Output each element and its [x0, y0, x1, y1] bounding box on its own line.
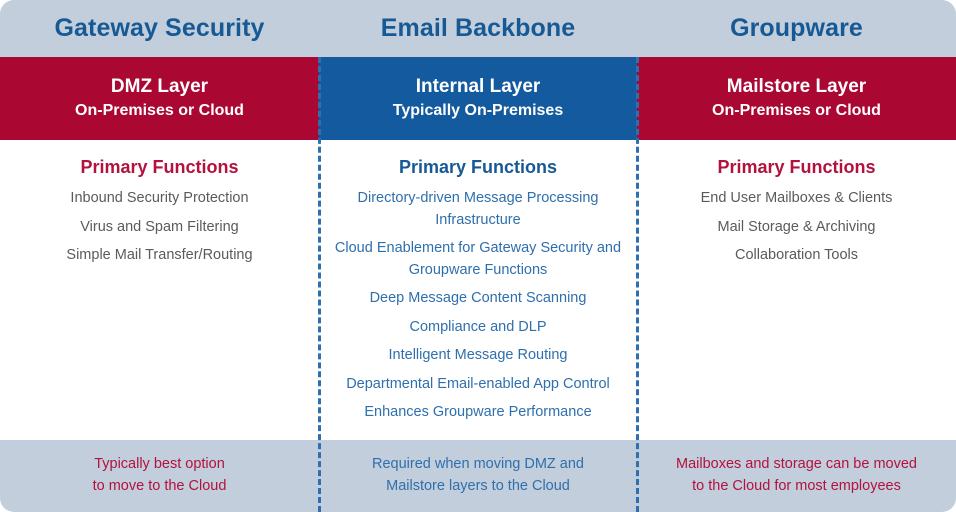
column-title-cell-gateway-security: Gateway Security	[0, 0, 319, 57]
summary-text-email-backbone: Required when moving DMZ and Mailstore l…	[372, 454, 584, 498]
summary-line-1: Typically best option	[94, 456, 225, 473]
column-title-email-backbone: Email Backbone	[380, 14, 576, 42]
summary-line-2: Mailstore layers to the Cloud	[386, 478, 570, 494]
summary-line-2: to move to the Cloud	[92, 478, 227, 494]
layer-name-internal: Internal Layer	[415, 76, 541, 98]
primary-functions-heading-groupware: Primary Functions	[717, 157, 876, 177]
column-title-gateway-security: Gateway Security	[54, 14, 265, 42]
function-item: Mail Storage & Archiving	[717, 218, 876, 235]
function-item: Deep Message Content Scanning	[369, 290, 587, 307]
column-title-cell-groupware: Groupware	[637, 0, 956, 57]
summary-text-gateway-security: Typically best option to move to the Clo…	[93, 454, 227, 498]
layer-name-dmz: DMZ Layer	[110, 76, 209, 98]
summary-line-1: Required when moving DMZ and	[372, 456, 584, 473]
cloud-recommendation-band: Typically best option to move to the Clo…	[0, 440, 956, 512]
function-item: Inbound Security Protection	[70, 190, 249, 207]
column-title-cell-email-backbone: Email Backbone	[319, 0, 637, 57]
function-item: Simple Mail Transfer/Routing	[66, 247, 253, 264]
summary-line-1: Mailboxes and storage can be moved	[675, 456, 917, 473]
layer-name-mailstore: Mailstore Layer	[726, 76, 867, 98]
summary-cell-gateway-security: Typically best option to move to the Clo…	[0, 440, 319, 512]
functions-cell-gateway-security: Primary Functions Inbound Security Prote…	[0, 140, 319, 440]
layer-subtitle-mailstore: On-Premises or Cloud	[712, 101, 881, 119]
layer-cell-internal: Internal Layer Typically On-Premises	[319, 57, 637, 140]
layer-cell-dmz: DMZ Layer On-Premises or Cloud	[0, 57, 319, 140]
function-item: Compliance and DLP	[409, 318, 547, 335]
functions-cell-groupware: Primary Functions End User Mailboxes & C…	[637, 140, 956, 440]
layer-subtitle-internal: Typically On-Premises	[392, 101, 564, 119]
layer-cell-mailstore: Mailstore Layer On-Premises or Cloud	[637, 57, 956, 140]
function-item: Collaboration Tools	[734, 247, 859, 264]
function-item: Departmental Email-enabled App Control	[346, 375, 610, 392]
functions-list-groupware: End User Mailboxes & Clients Mail Storag…	[637, 188, 956, 266]
function-item: Directory-driven Message Processing Infr…	[357, 190, 599, 228]
summary-cell-email-backbone: Required when moving DMZ and Mailstore l…	[319, 440, 637, 512]
column-titles-band: Gateway Security Email Backbone Groupwar…	[0, 0, 956, 57]
layer-names-band: DMZ Layer On-Premises or Cloud Internal …	[0, 57, 956, 140]
column-divider-right	[636, 57, 639, 512]
layer-subtitle-dmz: On-Premises or Cloud	[75, 101, 244, 119]
summary-cell-groupware: Mailboxes and storage can be moved to th…	[637, 440, 956, 512]
functions-list-gateway-security: Inbound Security Protection Virus and Sp…	[0, 188, 319, 266]
primary-functions-band: Primary Functions Inbound Security Prote…	[0, 140, 956, 440]
function-item: Enhances Groupware Performance	[364, 404, 592, 421]
primary-functions-heading-email-backbone: Primary Functions	[398, 157, 558, 177]
primary-functions-heading-gateway-security: Primary Functions	[80, 157, 239, 177]
column-divider-left	[318, 57, 321, 512]
functions-cell-email-backbone: Primary Functions Directory-driven Messa…	[319, 140, 637, 440]
summary-line-2: to the Cloud for most employees	[692, 478, 901, 494]
function-item: Intelligent Message Routing	[388, 347, 568, 364]
functions-list-email-backbone: Directory-driven Message Processing Infr…	[319, 188, 637, 423]
function-item: End User Mailboxes & Clients	[700, 190, 893, 207]
column-title-groupware: Groupware	[730, 14, 863, 42]
function-item: Cloud Enablement for Gateway Security an…	[334, 240, 622, 278]
function-item: Virus and Spam Filtering	[80, 218, 239, 235]
summary-text-groupware: Mailboxes and storage can be moved to th…	[676, 454, 917, 498]
